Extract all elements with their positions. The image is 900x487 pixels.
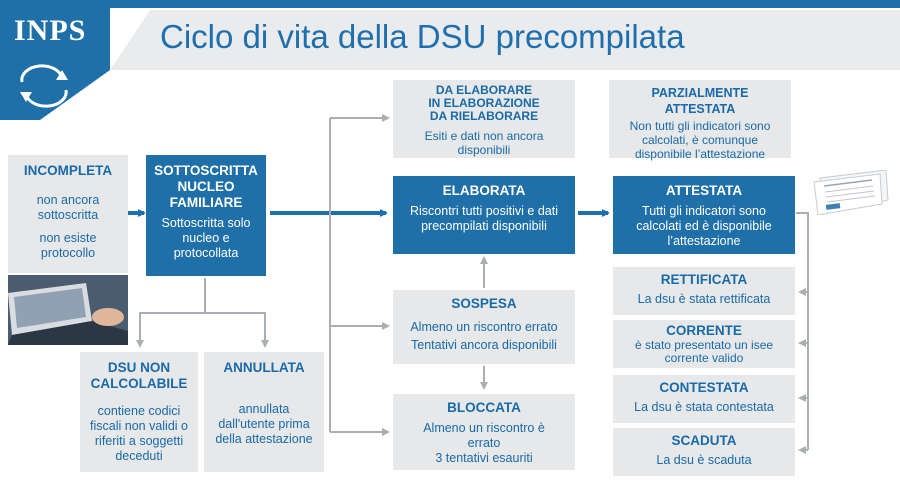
box-sospesa-line: Tentativi ancora disponibili xyxy=(411,338,557,352)
box-scaduta: SCADUTA La dsu è scaduta xyxy=(613,428,795,476)
box-corrente-title: CORRENTE xyxy=(666,323,742,338)
laptop-image xyxy=(8,275,128,345)
box-parzialmente-line: Non tutti gli indicatori sono calcolati,… xyxy=(629,119,771,161)
box-annullata-line: annullata dall'utente prima della attest… xyxy=(215,402,313,446)
box-elaborata: ELABORATA Riscontri tutti positivi e dat… xyxy=(393,176,575,254)
box-da-elaborare-title: IN ELABORAZIONE xyxy=(428,96,540,110)
box-rettificata: RETTIFICATA La dsu è stata rettificata xyxy=(613,267,795,315)
box-contestata-line: La dsu è stata contestata xyxy=(634,400,774,414)
box-elaborata-title: ELABORATA xyxy=(442,183,526,198)
box-annullata: ANNULLATA annullata dall'utente prima de… xyxy=(204,352,324,472)
box-parzialmente-attestata: PARZIALMENTE ATTESTATA Non tutti gli ind… xyxy=(609,80,791,161)
box-sospesa-title: SOSPESA xyxy=(451,296,517,311)
box-attestata-line: Tutti gli indicatori sono calcolati ed è… xyxy=(636,204,772,248)
box-sottoscritta-title: SOTTOSCRITTA NUCLEO FAMILIARE xyxy=(154,163,258,210)
box-bloccata-title: BLOCCATA xyxy=(447,400,521,415)
box-contestata-title: CONTESTATA xyxy=(659,380,749,395)
box-attestata: ATTESTATA Tutti gli indicatori sono calc… xyxy=(613,176,795,254)
box-contestata: CONTESTATA La dsu è stata contestata xyxy=(613,375,795,423)
logo-text: INPS xyxy=(14,14,87,47)
box-parzialmente-title: PARZIALMENTE ATTESTATA xyxy=(651,86,749,116)
box-da-elaborare-line: Esiti e dati non ancora disponibili xyxy=(424,129,544,157)
box-non-calcolabile: DSU NON CALCOLABILE contiene codici fisc… xyxy=(80,352,198,472)
box-incompleta-title: INCOMPLETA xyxy=(23,163,113,178)
box-non-calcolabile-title: DSU NON CALCOLABILE xyxy=(90,360,188,391)
box-corrente-line: è stato presentato un isee corrente vali… xyxy=(634,338,774,365)
box-attestata-title: ATTESTATA xyxy=(665,183,743,198)
box-annullata-title: ANNULLATA xyxy=(223,360,305,375)
box-da-elaborare: DA ELABORARE IN ELABORAZIONE DA RIELABOR… xyxy=(393,80,575,158)
box-non-calcolabile-line: contiene codici fiscali non validi o rif… xyxy=(90,404,188,463)
box-corrente: CORRENTE è stato presentato un isee corr… xyxy=(613,320,795,368)
box-da-elaborare-title: DA RIELABORARE xyxy=(429,109,539,123)
box-incompleta: INCOMPLETA non ancora sottoscritta non e… xyxy=(8,155,128,273)
box-sottoscritta: SOTTOSCRITTA NUCLEO FAMILIARE Sottoscrit… xyxy=(146,155,266,276)
inps-logo: INPS xyxy=(0,0,110,120)
box-bloccata-line: 3 tentativi esauriti xyxy=(435,451,533,465)
box-sospesa: SOSPESA Almeno un riscontro errato Tenta… xyxy=(393,290,575,364)
box-elaborata-line: Riscontri tutti positivi e dati precompi… xyxy=(410,204,558,233)
box-sottoscritta-line: Sottoscritta solo nucleo e protocollata xyxy=(161,216,251,260)
header-banner xyxy=(0,0,900,70)
box-rettificata-line: La dsu è stata rettificata xyxy=(637,292,771,306)
box-scaduta-title: SCADUTA xyxy=(671,433,737,448)
box-da-elaborare-title: DA ELABORARE xyxy=(435,83,533,97)
recycle-arrows-icon xyxy=(20,64,68,108)
box-bloccata-line: Almeno un riscontro è errato xyxy=(423,421,545,450)
box-incompleta-line: non esiste protocollo xyxy=(39,231,97,260)
box-rettificata-title: RETTIFICATA xyxy=(660,272,748,287)
box-sospesa-line: Almeno un riscontro errato xyxy=(410,320,558,334)
document-image xyxy=(810,169,890,216)
box-scaduta-line: La dsu è scaduta xyxy=(656,453,752,467)
box-incompleta-line: non ancora sottoscritta xyxy=(36,193,100,222)
box-bloccata: BLOCCATA Almeno un riscontro è errato 3 … xyxy=(393,394,575,470)
page-title: Ciclo di vita della DSU precompilata xyxy=(160,18,685,55)
